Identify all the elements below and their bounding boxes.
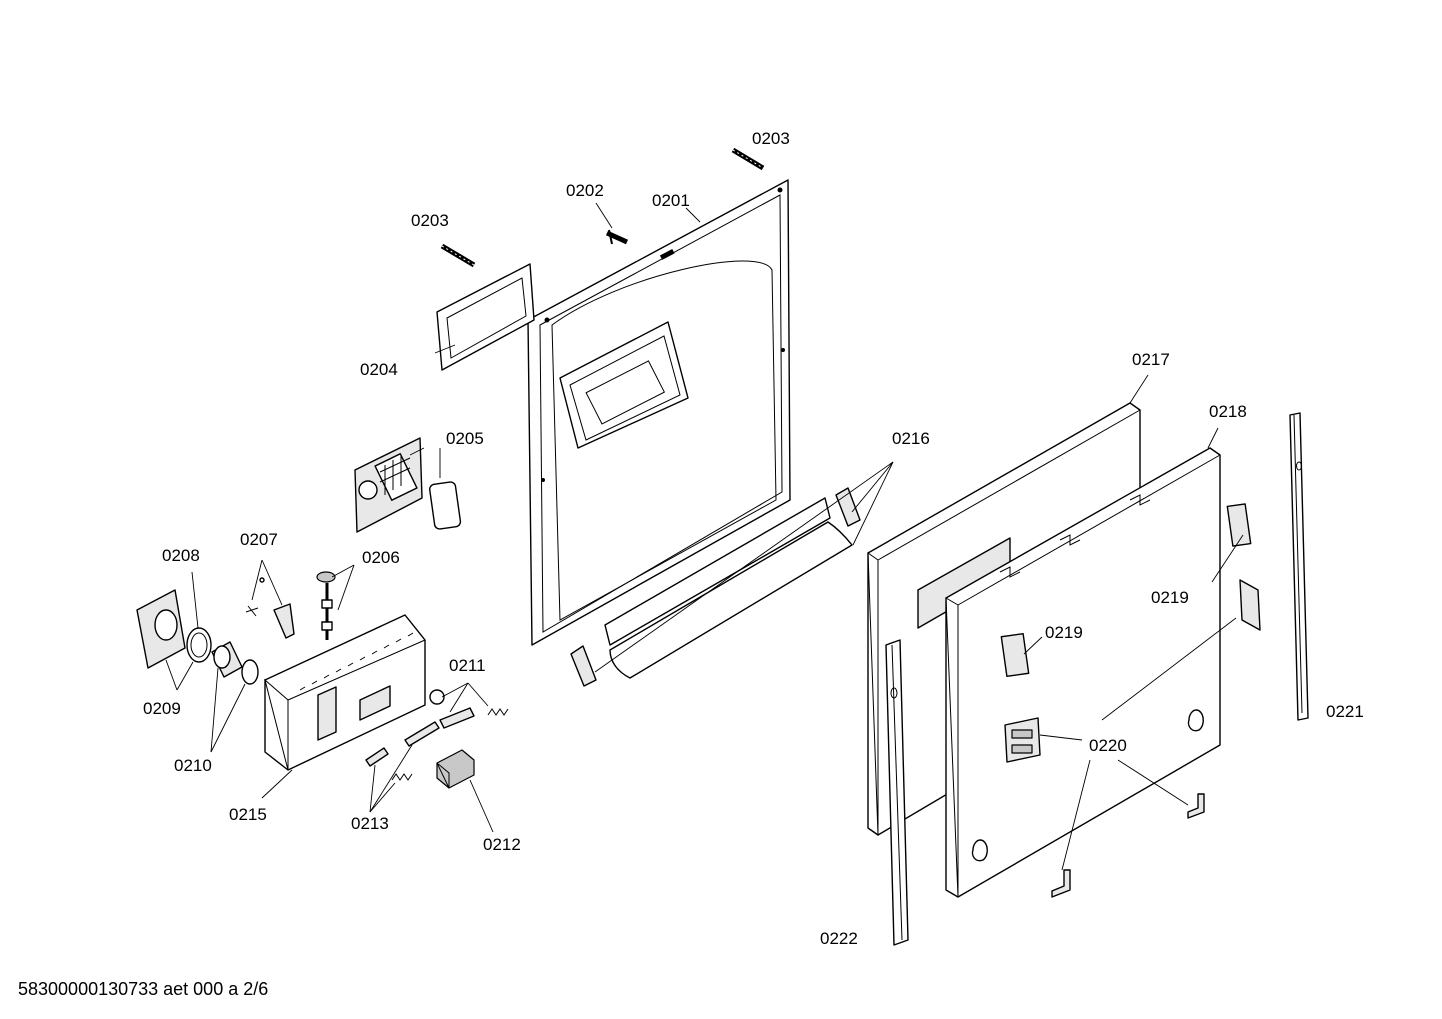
callout-0213: 0213 bbox=[351, 814, 389, 833]
part-0209-ring bbox=[186, 627, 212, 663]
callout-0221: 0221 bbox=[1326, 702, 1364, 721]
leader-lines bbox=[165, 202, 1244, 871]
callout-0206: 0206 bbox=[362, 548, 400, 567]
part-0218-front-panel bbox=[945, 447, 1252, 898]
callout-0211: 0211 bbox=[449, 656, 486, 675]
callout-0219-right: 0219 bbox=[1151, 588, 1189, 607]
callout-0208: 0208 bbox=[162, 546, 200, 565]
part-0204-seal-frame bbox=[436, 263, 535, 371]
callout-0203-top: 0203 bbox=[752, 129, 790, 148]
callout-0222: 0222 bbox=[820, 929, 858, 948]
part-0205-filter bbox=[354, 437, 462, 533]
callout-0204: 0204 bbox=[360, 360, 398, 379]
callout-0201: 0201 bbox=[652, 191, 690, 210]
part-0213-springs bbox=[365, 747, 413, 781]
callout-0219-center: 0219 bbox=[1045, 623, 1083, 642]
document-reference: 58300000130733 aet 000 a 2/6 bbox=[18, 979, 269, 999]
part-0220-brackets bbox=[1004, 579, 1261, 898]
callout-0210: 0210 bbox=[174, 756, 212, 775]
part-0221-profile bbox=[1289, 412, 1309, 721]
part-0206-pin bbox=[316, 571, 336, 640]
callout-0212: 0212 bbox=[483, 835, 521, 854]
callout-0217: 0217 bbox=[1132, 350, 1170, 369]
callout-0209: 0209 bbox=[143, 699, 181, 718]
callout-0203-left: 0203 bbox=[411, 211, 449, 230]
part-0203-screw-top bbox=[731, 147, 765, 171]
callout-0215: 0215 bbox=[229, 805, 267, 824]
part-0212-switch bbox=[436, 749, 475, 789]
callout-0218: 0218 bbox=[1209, 402, 1247, 421]
part-0201-inner-door bbox=[527, 179, 791, 646]
part-0207-spring-lever bbox=[245, 577, 295, 639]
part-0215-dispenser bbox=[264, 614, 426, 771]
part-0210-nozzle bbox=[211, 641, 259, 685]
callout-0216: 0216 bbox=[892, 429, 930, 448]
part-0202-screw bbox=[605, 229, 629, 245]
callout-0205: 0205 bbox=[446, 429, 484, 448]
callout-0220: 0220 bbox=[1089, 736, 1127, 755]
part-0208-cap bbox=[136, 589, 186, 669]
part-0222-profile bbox=[885, 639, 909, 946]
part-0211-levers bbox=[404, 689, 509, 747]
callout-0207: 0207 bbox=[240, 530, 278, 549]
callout-0202: 0202 bbox=[566, 181, 604, 200]
callout-labels: 0203 0202 0201 0203 0204 0205 0207 0208 … bbox=[143, 129, 1364, 948]
part-0203-screw-left bbox=[440, 243, 476, 268]
